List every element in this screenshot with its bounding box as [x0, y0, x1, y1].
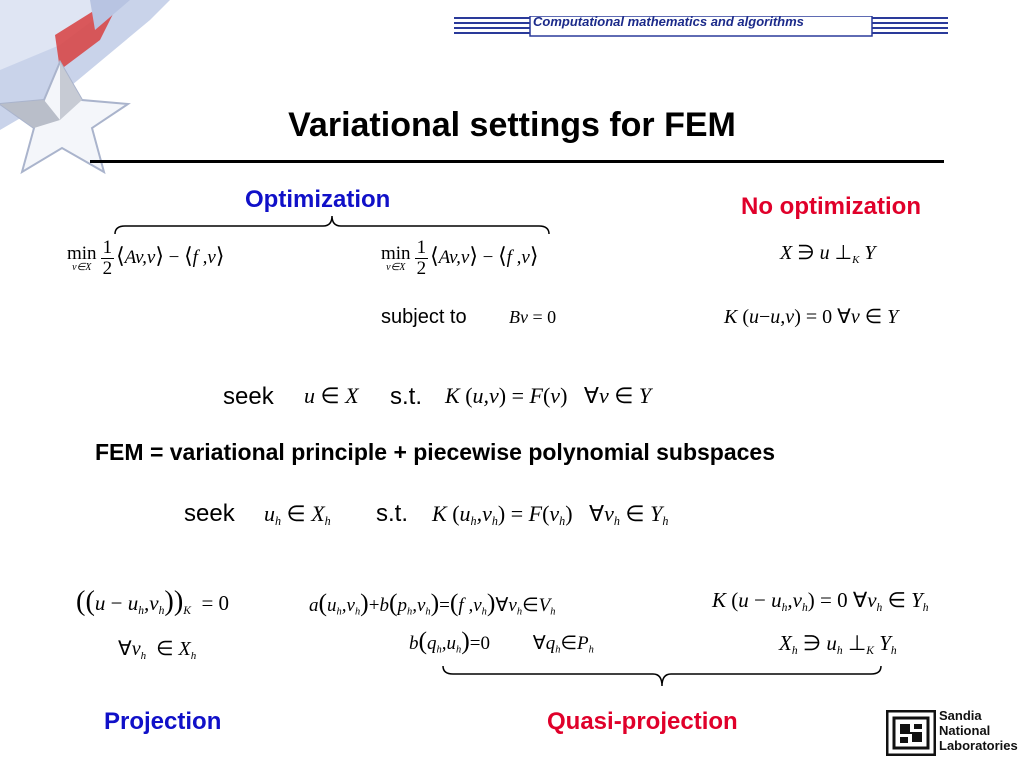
- fem-statement: FEM = variational principle + piecewise …: [95, 439, 776, 465]
- mixed-formula-second-equation: b(qh,uh)=0 ∀qh∈Ph: [409, 626, 594, 656]
- quasi-projection-label: Quasi-projection: [547, 708, 738, 735]
- projection-formula: ((u − uh,vh))K = 0: [76, 586, 230, 618]
- quasi-projection-brace: [442, 665, 882, 687]
- seek-domain-formula: u ∈ X: [304, 383, 359, 408]
- header-banner-stripes: [454, 16, 948, 37]
- no-optimization-label: No optimization: [741, 193, 921, 220]
- corner-star-flag-logo: [0, 0, 170, 175]
- projection-label: Projection: [104, 708, 222, 735]
- discrete-orthogonality-formula: Xh ∋ uh ⊥K Yh: [779, 631, 897, 658]
- residual-formula: K (u−u,v) = 0 ∀v ∈ Y: [724, 306, 899, 328]
- projection-quantifier: ∀vh ∈ Xh: [118, 638, 197, 662]
- seek-text-discrete: seek: [184, 500, 235, 527]
- sandia-logo-text: Sandia National Laboratories: [939, 708, 1018, 753]
- discrete-residual-formula: K (u − uh,vh) = 0 ∀vh ∈ Yh: [712, 588, 929, 615]
- optimization-label: Optimization: [245, 186, 391, 213]
- subject-to-text: subject to: [381, 306, 467, 328]
- discrete-variational-equation: K (uh,vh) = F(vh) ∀vh ∈ Yh: [432, 501, 669, 529]
- orthogonality-formula: X ∋ u ⊥K Y: [780, 242, 876, 266]
- sandia-logo-line2: National: [939, 723, 991, 738]
- sandia-logo-icon: [886, 710, 936, 756]
- title-divider: [90, 160, 944, 163]
- optimization-brace: [114, 215, 550, 235]
- seek-text-continuous: seek: [223, 383, 274, 410]
- seek-discrete-domain-formula: uh ∈ Xh: [264, 501, 331, 529]
- slide-title: Variational settings for FEM: [288, 106, 736, 144]
- constraint-formula: Bv = 0: [509, 307, 557, 327]
- sandia-logo-line1: Sandia: [939, 708, 982, 723]
- mixed-formula-first-equation: a(uh,vh)+b(ph,vh)=(f ,vh)∀vh∈Vh: [309, 588, 556, 618]
- st-text-continuous: s.t.: [390, 383, 423, 410]
- sandia-logo-line3: Laboratories: [939, 738, 1018, 753]
- continuous-variational-equation: K (u,v) = F(v) ∀v ∈ Y: [445, 383, 652, 408]
- header-banner-label: Computational mathematics and algorithms: [533, 14, 804, 29]
- st-text-discrete: s.t.: [376, 500, 409, 527]
